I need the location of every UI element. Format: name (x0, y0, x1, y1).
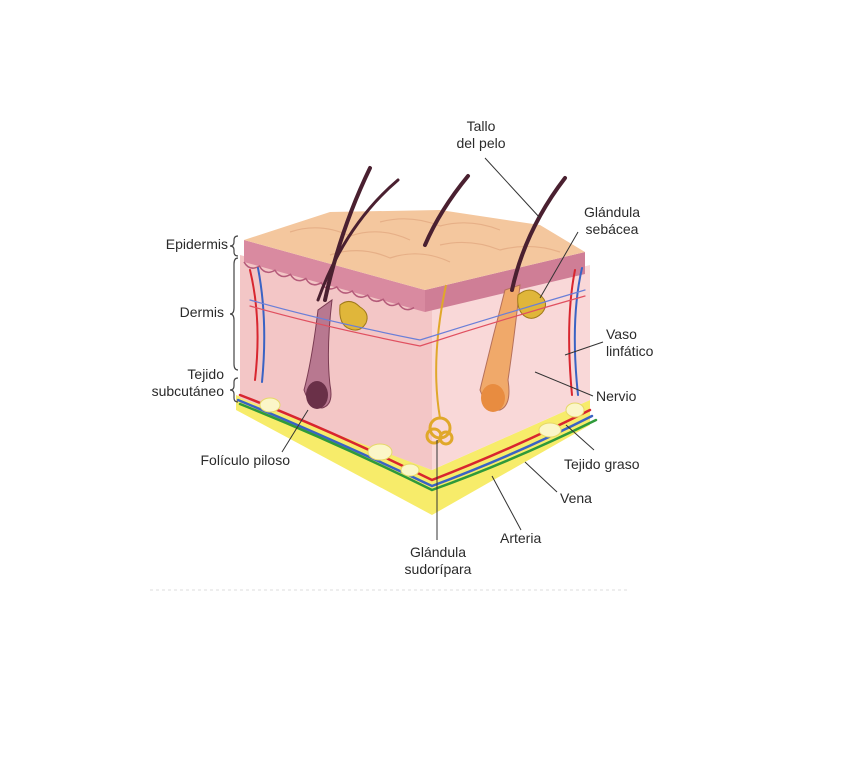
vein-bottom (236, 398, 594, 488)
label-vena: Vena (560, 490, 592, 506)
brace-epidermis (229, 235, 239, 257)
hair-shaft-left-2 (316, 178, 400, 302)
artery-left (249, 269, 259, 381)
capillary-plexus (249, 289, 586, 341)
label-tallo-del-pelo: Tallo del pelo (456, 118, 506, 151)
brace-subcutaneous (229, 377, 239, 403)
hair-shaft-right (510, 176, 567, 292)
label-arteria: Arteria (500, 530, 542, 546)
fat-globules (259, 397, 585, 477)
dermis-left-face (240, 255, 432, 470)
epidermis-left-face (244, 240, 425, 312)
label-glandula-sebacea: Glándula sebácea (583, 204, 641, 237)
artery-right (568, 269, 576, 396)
label-glandula-sudoripara: Glándula sudorípara (404, 544, 472, 577)
label-nervio: Nervio (596, 388, 637, 404)
vein-left (257, 267, 266, 383)
leader-vaso-linfatico (564, 341, 604, 356)
leader-tejido-graso (565, 424, 595, 451)
leader-foliculo (281, 409, 309, 453)
leader-tallo (484, 157, 541, 219)
hair-follicle-right (479, 284, 521, 411)
leader-nervio (534, 371, 594, 397)
hair-follicle-left (303, 298, 333, 409)
label-tejido-subcutaneo: Tejido subcutáneo (151, 366, 224, 399)
brace-dermis (229, 257, 239, 371)
label-dermis: Dermis (179, 304, 224, 320)
sebaceous-gland-right (517, 289, 546, 319)
artery-bottom (238, 393, 592, 482)
dermis-right-face (432, 265, 590, 470)
hair-shaft-left-1 (323, 166, 372, 302)
label-tejido-graso: Tejido graso (564, 456, 640, 472)
leader-glandula-sebacea (539, 231, 579, 299)
epidermis-right-face (425, 252, 585, 312)
sweat-gland (425, 284, 454, 446)
label-vaso-linfatico: Vaso linfático (606, 326, 654, 359)
leader-vena (524, 461, 558, 493)
hair-shaft-middle (423, 174, 470, 247)
label-foliculo-piloso: Folículo piloso (200, 452, 291, 468)
leader-arteria (491, 475, 522, 531)
vein-right (573, 267, 583, 396)
red-plexus (249, 295, 586, 347)
sebaceous-gland-left (339, 301, 368, 331)
label-epidermis: Epidermis (165, 236, 228, 252)
